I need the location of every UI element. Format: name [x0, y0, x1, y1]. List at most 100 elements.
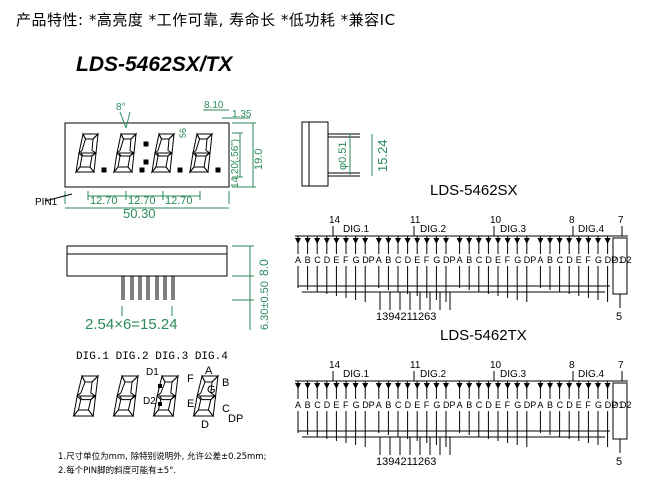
circuit-title: LDS-5462TX	[440, 327, 527, 344]
digit-label-1: DIG.1	[343, 369, 370, 380]
label-d2: D2	[143, 396, 156, 407]
seg-label-16: A	[457, 255, 463, 265]
segment-1	[129, 132, 137, 154]
segment-2	[116, 132, 125, 155]
seg-label-12: E	[414, 255, 420, 265]
right-pin: 5	[616, 311, 622, 323]
feature-header: 产品特性: *高亮度 *工作可靠, 寿命长 *低功耗 *兼容IC	[16, 11, 396, 29]
extra-d1: D1	[612, 255, 624, 265]
dim-810: 8.10	[204, 100, 224, 111]
segment-6	[192, 409, 215, 417]
segment-6	[152, 409, 175, 417]
seg-colon-bottom	[158, 402, 162, 406]
seg-digit-4	[192, 374, 220, 418]
front-colon-top	[143, 141, 149, 147]
seg-label-3: D	[324, 400, 331, 410]
seg-label-7: DP	[362, 400, 375, 410]
segment-4	[127, 394, 137, 418]
dim-630: 6.30±0.50	[259, 281, 271, 330]
segment-6	[74, 166, 96, 173]
top-pin-14: 14	[329, 360, 341, 371]
segment-2	[76, 374, 86, 398]
digit-label-2: DIG.2	[420, 369, 447, 380]
label-dp: DP	[228, 413, 243, 425]
digit-label-3: DIG.3	[500, 224, 527, 235]
note-2: 2.每个PIN脚的斜度可能有±5°.	[58, 466, 177, 476]
side-view	[301, 121, 373, 187]
label-f: F	[187, 373, 194, 385]
top-pin-11: 11	[410, 360, 421, 371]
seg-label-2: C	[314, 400, 321, 410]
dim-angle: 8°	[116, 102, 126, 113]
segment-4	[207, 394, 217, 418]
top-pin-8: 8	[569, 360, 575, 371]
segment-5	[73, 394, 82, 417]
front-dp-1	[101, 167, 107, 173]
top-pin-10: 10	[490, 215, 502, 226]
dim-135: 1.35	[232, 109, 252, 120]
digit-label-2: DIG.2	[420, 224, 447, 235]
segment-2	[154, 132, 163, 155]
segment-4	[87, 394, 97, 418]
seg-label-29: F	[585, 255, 591, 265]
segment-5	[113, 151, 121, 174]
seg-label-30: G	[595, 255, 602, 265]
segment-2	[116, 374, 126, 398]
label-a: A	[205, 365, 213, 377]
seg-label-17: B	[466, 400, 472, 410]
dim-spacing: 2.54×6=15.24	[85, 316, 178, 333]
seg-label-18: C	[476, 255, 483, 265]
segment-6	[150, 166, 172, 173]
dim-pitch-3: 12.70	[165, 195, 193, 207]
top-pin-11: 11	[410, 215, 421, 226]
dim-56: 56	[178, 128, 188, 138]
seg-label-0: A	[295, 255, 301, 265]
segment-1	[205, 132, 213, 154]
label-d1: D1	[146, 367, 159, 378]
segment-5	[189, 151, 197, 174]
seg-label-25: B	[547, 255, 553, 265]
segment-1	[167, 132, 175, 154]
seg-label-5: F	[343, 400, 349, 410]
pin1-label: PIN1	[35, 197, 58, 208]
segment-5	[151, 151, 159, 174]
seg-label-27: D	[566, 400, 573, 410]
seg-label-23: DP	[524, 400, 537, 410]
seg-label-15: DP	[443, 400, 456, 410]
top-pin-7: 7	[618, 360, 624, 371]
seg-label-21: F	[505, 255, 511, 265]
seg-label-14: G	[433, 400, 440, 410]
dim-pitch-2: 12.70	[128, 195, 156, 207]
seg-label-5: F	[343, 255, 349, 265]
dim-142: 14.20(.56")	[230, 139, 241, 188]
seg-label-20: E	[495, 255, 501, 265]
front-digit-1	[74, 132, 100, 174]
seg-label-19: D	[485, 400, 492, 410]
segment-4	[167, 394, 177, 418]
extra-d1: D1	[612, 400, 624, 410]
seg-label-19: D	[485, 255, 492, 265]
bottom-view	[66, 245, 254, 330]
seg-label-1: B	[305, 255, 311, 265]
seg-colon-top	[158, 384, 162, 388]
segment-1	[130, 374, 139, 397]
seg-label-7: DP	[362, 255, 375, 265]
extra-box	[612, 237, 628, 295]
digit-labels: DIG.1 DIG.2 DIG.3 DIG.4	[76, 351, 228, 363]
seg-label-6: G	[353, 400, 360, 410]
segment-2	[196, 374, 206, 398]
dim-1524: 15.24	[375, 139, 390, 172]
seg-label-31: DP	[605, 255, 618, 265]
seg-digit-2	[112, 374, 140, 418]
seg-digit-3	[152, 374, 180, 418]
segment-2	[192, 132, 201, 155]
label-d: D	[201, 419, 209, 431]
right-pin: 5	[616, 456, 622, 468]
segment-2	[156, 374, 166, 398]
seg-label-26: C	[557, 400, 564, 410]
seg-label-27: D	[566, 255, 573, 265]
seg-label-11: D	[405, 400, 412, 410]
